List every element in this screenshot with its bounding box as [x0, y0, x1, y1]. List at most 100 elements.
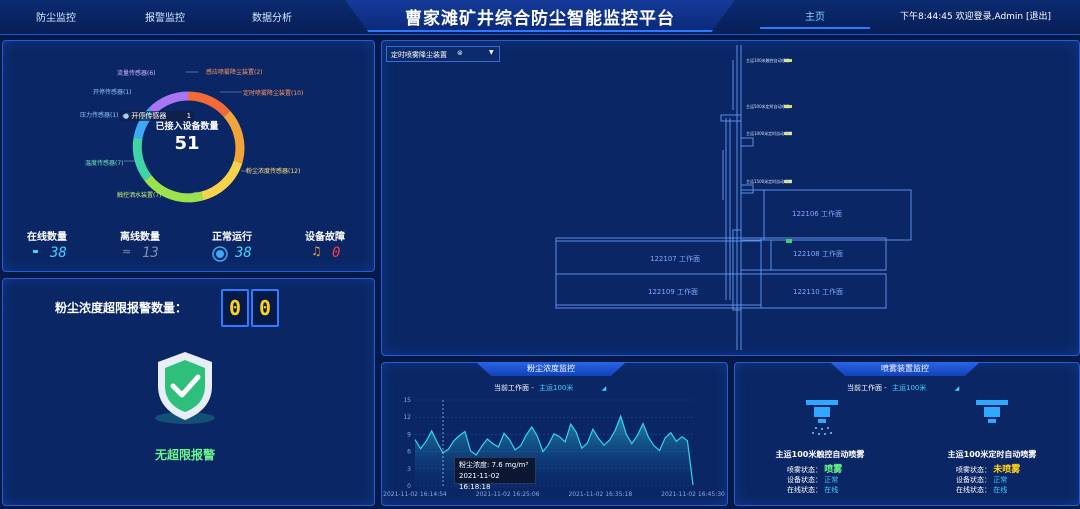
y-tick-label: 6: [407, 449, 411, 456]
x-tick-label: 2021-11-02 16:25:06: [476, 491, 540, 498]
nav-home[interactable]: 主页: [805, 12, 825, 23]
nav-alarm-monitoring[interactable]: 报警监控: [145, 13, 185, 24]
face-label: 122109 工作面: [648, 288, 698, 296]
dust-face-selector[interactable]: 当前工作面 - 主运100米 ◢: [494, 383, 606, 393]
spray-device-2: 主运100米定时自动喷雾 喷雾状态： 未喷雾 设备状态： 正常 在线状态： 在线: [932, 449, 1052, 495]
alarm-count-label: 粉尘浓度超限报警数量：: [55, 301, 188, 315]
x-tick-label: 2021-11-02 16:14:54: [383, 491, 447, 498]
spray-panel: [734, 362, 1080, 506]
spray-device-name: 主运100米触控自动喷雾: [775, 450, 865, 459]
dust-face-label: 当前工作面 -: [494, 384, 534, 392]
normal-count-value: 38: [235, 245, 252, 261]
spray-device-name: 主运100米定时自动喷雾: [947, 450, 1037, 459]
svg-text:主运100米触控自动喷雾: 主运100米触控自动喷雾: [746, 57, 790, 63]
hover-value: 1: [186, 112, 192, 120]
offline-count-value: 13: [142, 245, 159, 261]
device-state-label: 设备状态：: [787, 476, 822, 484]
dropdown-arrow-icon: ◢: [601, 385, 607, 392]
tooltip-time: 2021-11-02 16:18:18: [459, 472, 500, 491]
shield-check-icon: [155, 352, 215, 424]
online-state-value: 在线: [993, 486, 1008, 494]
face-label: 122110 工作面: [793, 288, 843, 296]
spray-panel-title: 喷雾装置监控: [830, 362, 980, 376]
donut-label: 压力传感器(1): [80, 112, 119, 119]
device-type-selected: 定时喷雾降尘装置: [391, 51, 447, 59]
face-label: 122107 工作面: [650, 255, 700, 263]
clock-time: 下午8:44:45: [900, 12, 953, 22]
y-tick-label: 3: [407, 466, 411, 473]
device-state-value: 正常: [993, 476, 1008, 484]
y-tick-label: 15: [403, 397, 411, 404]
online-count-label: 在线数量: [27, 232, 67, 243]
spray-state-value: 喷雾: [824, 465, 843, 475]
online-state-value: 在线: [824, 486, 839, 494]
face-label: 122106 工作面: [792, 210, 842, 218]
y-tick-label: 12: [403, 414, 411, 421]
offline-count-label: 离线数量: [120, 232, 160, 243]
title-plate: [345, 0, 735, 32]
donut-label: 流量传感器(6): [117, 70, 156, 77]
spray-nozzle-icon: [806, 400, 838, 435]
donut-label: 开停传感器(1): [93, 89, 132, 96]
chevron-down-icon: ▼: [489, 49, 494, 56]
spray-state-value: 未喷雾: [993, 465, 1021, 475]
dust-face-value: 主运100米: [539, 384, 574, 392]
header-info: 下午8:44:45 欢迎登录,Admin [退出]: [900, 9, 1051, 22]
nav-data-analysis[interactable]: 数据分析: [252, 13, 292, 24]
spray-device-1: 主运100米触控自动喷雾 喷雾状态： 喷雾 设备状态： 正常 在线状态： 在线: [760, 449, 880, 495]
x-tick-label: 2021-11-02 16:35:18: [568, 491, 632, 498]
alarm-digit-1: 0: [221, 289, 249, 327]
donut-label: 温度传感器(7): [85, 160, 124, 167]
alarm-status: 无超限报警: [154, 448, 215, 462]
online-state-label: 在线状态：: [787, 486, 822, 494]
page-title: 曹家滩矿井综合防尘智能监控平台: [405, 9, 675, 29]
nav-home-underline: [760, 27, 870, 29]
fault-count-label: 设备故障: [305, 232, 345, 243]
svg-text:主运1500米定时自动喷雾: 主运1500米定时自动喷雾: [746, 178, 792, 184]
device-state-value: 正常: [824, 476, 839, 484]
dropdown-arrow-icon: ◢: [954, 385, 960, 392]
donut-segment-2: [223, 111, 245, 164]
donut-hover-tooltip: ● 开停传感器 1: [120, 111, 195, 121]
dust-panel-title: 粉尘浓度监控: [476, 362, 626, 376]
donut-segment-5: [132, 137, 152, 181]
device-type-select[interactable]: 定时喷雾降尘装置 ⊗ ▼: [386, 46, 500, 62]
donut-segment-4: [144, 175, 204, 203]
device-state-label: 设备状态：: [956, 476, 991, 484]
series-line: [414, 414, 694, 485]
logout-link[interactable]: [退出]: [1026, 12, 1052, 22]
donut-segment-7: [148, 91, 189, 115]
donut-label: 粉尘浓度传感器(12): [246, 168, 301, 175]
online-count-value: 38: [50, 245, 67, 261]
svg-text:主运1000米定时自动喷雾: 主运1000米定时自动喷雾: [746, 130, 792, 136]
svg-text:主运500米定时自动喷雾: 主运500米定时自动喷雾: [746, 103, 790, 109]
spray-face-value: 主运100米: [892, 384, 927, 392]
mine-map: 主运100米触控自动喷雾 主运500米定时自动喷雾 主运1000米定时自动喷雾 …: [555, 45, 912, 350]
wifi-icon: ≈: [122, 245, 132, 258]
face-label: 122108 工作面: [793, 250, 843, 258]
x-tick-label: 2021-11-02 16:45:30: [661, 491, 725, 498]
spray-state-label: 喷雾状态：: [956, 466, 991, 474]
device-panel: [2, 40, 375, 272]
y-tick-label: 9: [407, 431, 411, 438]
donut-label: 定时喷雾降尘装置(10): [243, 90, 304, 97]
y-tick-label: 0: [407, 483, 411, 490]
fault-count-value: 0: [332, 245, 341, 261]
bell-icon: ♫: [311, 244, 322, 258]
normal-count-label: 正常运行: [212, 232, 252, 243]
nav-dust-monitoring[interactable]: 防尘监控: [36, 13, 76, 24]
dust-chart-tooltip: 粉尘浓度: 7.6 mg/m³ 2021-11-02 16:18:18: [454, 457, 536, 491]
clear-icon[interactable]: ⊗: [457, 49, 463, 57]
donut-segment-3: [200, 160, 243, 201]
donut-center-title: 已接入设备数量: [155, 122, 219, 132]
donut-segment-1: [187, 91, 231, 118]
online-icon: [33, 250, 38, 253]
tooltip-value: 7.6 mg/m³: [491, 461, 529, 469]
donut-label: 感应喷雾降尘装置(2): [206, 69, 263, 76]
hover-name: 开停传感器: [131, 112, 167, 120]
spray-face-selector[interactable]: 当前工作面 - 主运100米 ◢: [847, 383, 959, 393]
alarm-digit-2: 0: [251, 289, 279, 327]
donut-center-total: 51: [174, 133, 200, 154]
nozzle-icon: [976, 400, 1008, 423]
